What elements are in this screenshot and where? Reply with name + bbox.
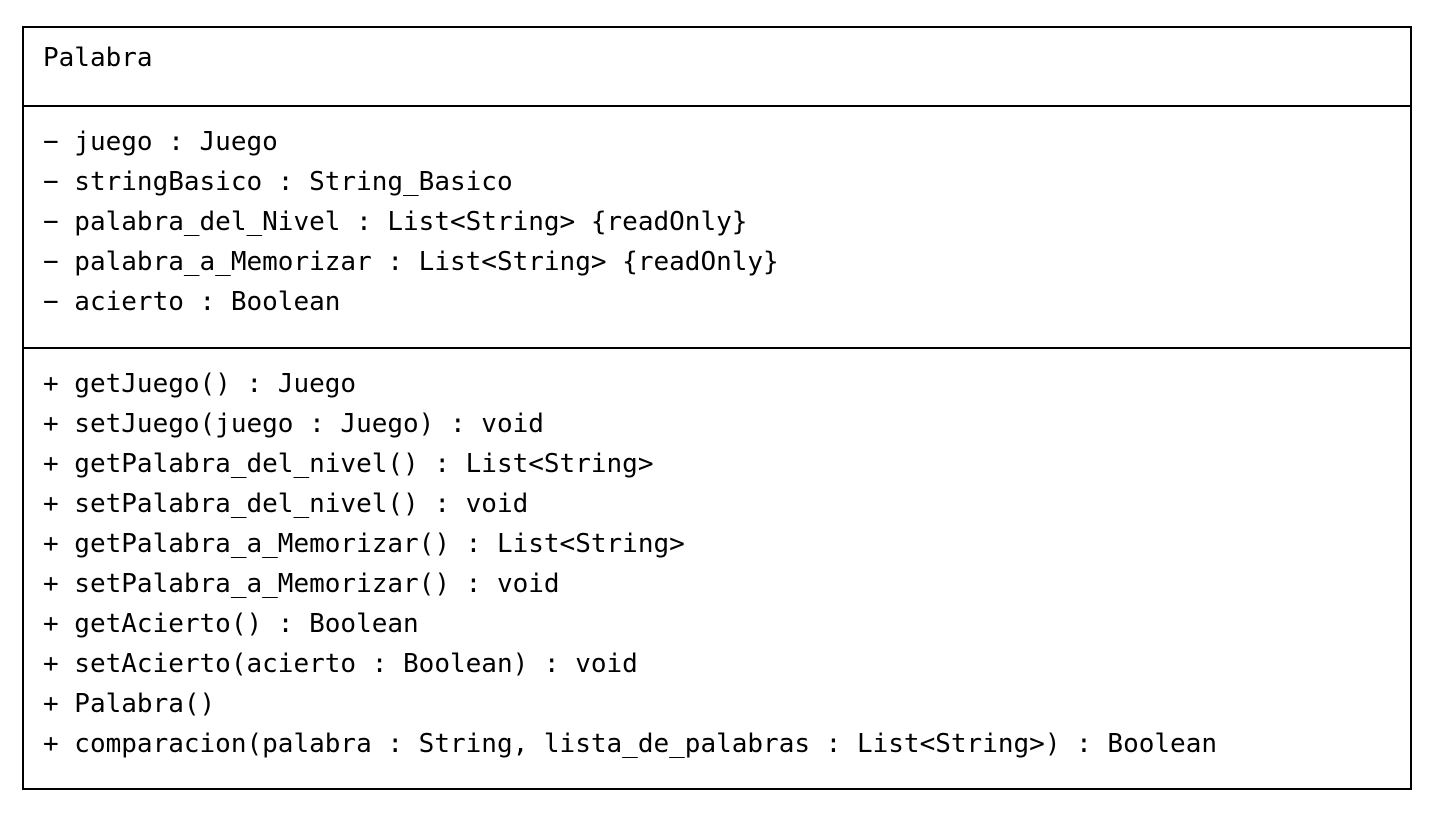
operation: + setJuego(juego : Juego) : void bbox=[43, 409, 544, 439]
operation: + setPalabra_a_Memorizar() : void bbox=[43, 569, 560, 599]
operation: + getJuego() : Juego bbox=[43, 369, 357, 399]
class-name: Palabra bbox=[43, 43, 153, 73]
operation: + comparacion(palabra : String, lista_de… bbox=[43, 729, 1217, 759]
attributes-compartment: − juego : Juego − stringBasico : String_… bbox=[24, 107, 1410, 349]
attribute-list: − juego : Juego − stringBasico : String_… bbox=[43, 122, 779, 322]
operation: + setAcierto(acierto : Boolean) : void bbox=[43, 649, 638, 679]
uml-class-box: Palabra − juego : Juego − stringBasico :… bbox=[22, 26, 1412, 790]
operation: + getPalabra_del_nivel() : List<String> bbox=[43, 449, 654, 479]
attribute: − stringBasico : String_Basico bbox=[43, 167, 513, 197]
operation: + Palabra() bbox=[43, 689, 216, 719]
operation: + getAcierto() : Boolean bbox=[43, 609, 419, 639]
attribute: − juego : Juego bbox=[43, 127, 278, 157]
attribute: − palabra_a_Memorizar : List<String> {re… bbox=[43, 247, 779, 277]
operation-list: + getJuego() : Juego + setJuego(juego : … bbox=[43, 364, 1217, 764]
class-name-compartment: Palabra bbox=[24, 28, 1410, 107]
operation: + setPalabra_del_nivel() : void bbox=[43, 489, 529, 519]
attribute: − acierto : Boolean bbox=[43, 287, 341, 317]
operations-compartment: + getJuego() : Juego + setJuego(juego : … bbox=[24, 349, 1410, 788]
operation: + getPalabra_a_Memorizar() : List<String… bbox=[43, 529, 685, 559]
attribute: − palabra_del_Nivel : List<String> {read… bbox=[43, 207, 748, 237]
